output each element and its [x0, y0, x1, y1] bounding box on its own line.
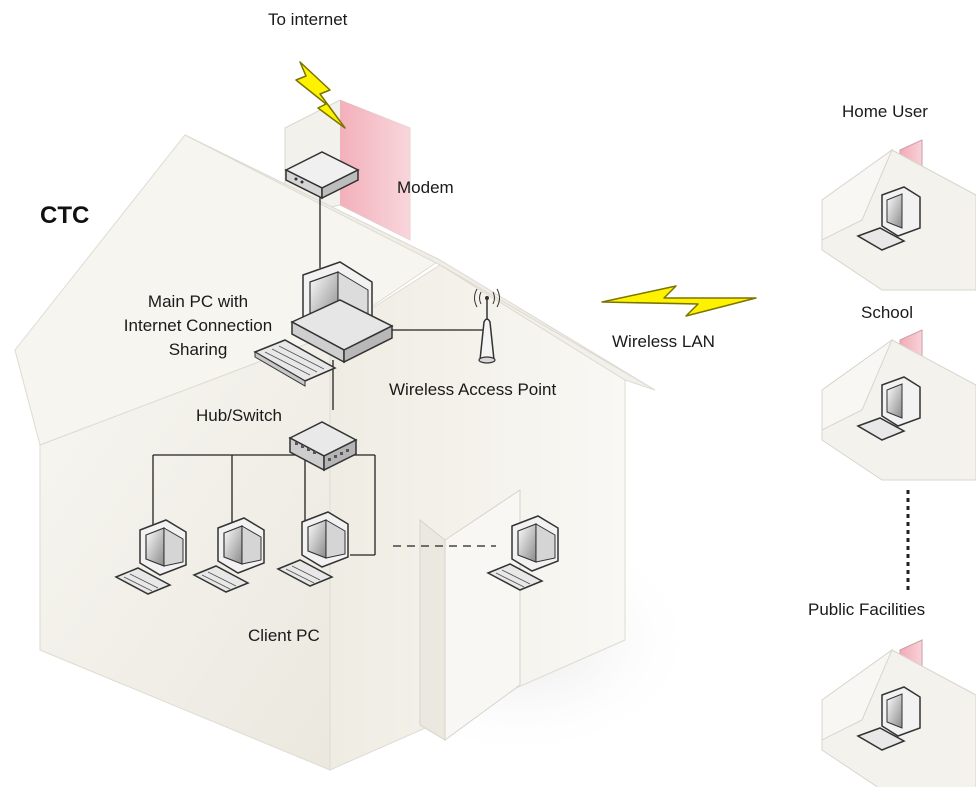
ctc-house	[14, 99, 700, 771]
small-house-public-facilities	[821, 639, 976, 791]
client-pc-2	[192, 517, 265, 593]
hub-switch-label: Hub/Switch	[196, 406, 282, 425]
client-pc-label: Client PC	[248, 626, 320, 645]
wireless-access-point-icon	[474, 288, 500, 364]
school-label: School	[861, 303, 913, 322]
main-pc-icon	[253, 261, 394, 387]
small-house-school	[821, 329, 976, 481]
internet-lightning-icon	[295, 61, 346, 129]
main-pc-label: Main PC with Internet Connection Sharing	[98, 290, 298, 362]
wireless-ap-label: Wireless Access Point	[389, 380, 557, 399]
main-pc-label-line1: Main PC with	[147, 292, 249, 311]
wall-side	[329, 264, 626, 771]
client-pc-1	[114, 519, 187, 595]
wireless-lightning-icon	[601, 285, 757, 317]
public-facilities-label: Public Facilities	[808, 600, 926, 619]
roof-left	[14, 134, 441, 446]
small-house-home-user	[821, 139, 976, 291]
hub-switch-icon	[288, 421, 358, 472]
modem-label: Modem	[397, 178, 454, 197]
home-user-label: Home User	[842, 102, 928, 121]
to-internet-label: To internet	[268, 10, 348, 29]
modem-icon	[284, 151, 360, 200]
client-pc-3	[276, 511, 349, 587]
wireless-lan-label: Wireless LAN	[612, 332, 715, 351]
client-pc-4	[486, 515, 559, 591]
ctc-label: CTC	[40, 202, 90, 229]
main-pc-label-line3: Sharing	[168, 340, 228, 359]
main-pc-label-line2: Internet Connection	[123, 316, 273, 335]
